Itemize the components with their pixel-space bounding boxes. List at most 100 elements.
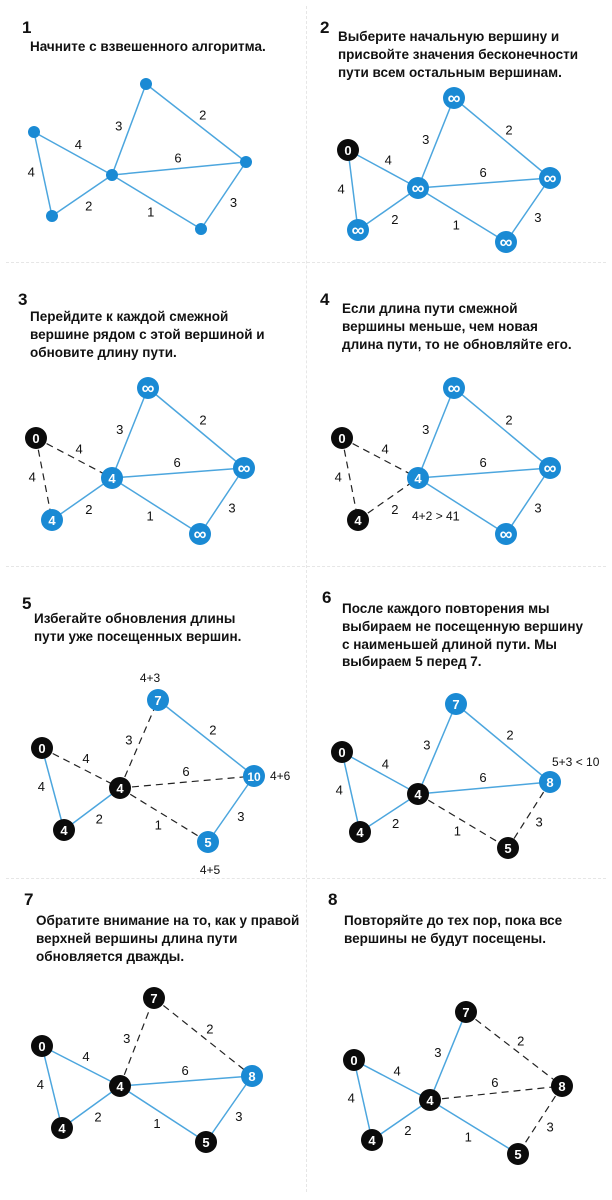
edge-d-e — [453, 387, 551, 469]
node-circle — [445, 693, 467, 715]
edge-weight-label: 2 — [85, 198, 92, 213]
description-line: Начните с взвешенного алгоритма. — [30, 39, 266, 54]
edge-weight-label: 6 — [182, 764, 189, 779]
edge-e-f — [505, 467, 551, 535]
edge-weight-label: 2 — [391, 212, 398, 227]
node-circle — [361, 1129, 383, 1151]
edge-c-b — [359, 793, 419, 833]
edge-c-b — [61, 1085, 121, 1129]
node-circle — [443, 87, 465, 109]
node-label: ∞ — [142, 378, 155, 398]
edge-b-e — [111, 467, 245, 479]
edge-weight-label: 6 — [491, 1075, 498, 1090]
graph-node-c: 4 — [51, 1117, 73, 1139]
edge-weight-label: 3 — [230, 195, 237, 210]
node-label: 5 — [514, 1147, 521, 1162]
description-line: пути всем остальным вершинам. — [338, 64, 562, 80]
edge-weight-label: 3 — [123, 1031, 130, 1046]
edge-b-d — [111, 387, 149, 479]
edge-c-b — [357, 477, 419, 521]
description-line: Повторяйте до тех пор, пока все — [344, 913, 563, 928]
edge-weight-label: 4 — [382, 756, 389, 771]
edge-weight-label: 6 — [174, 151, 181, 166]
node-circle — [243, 765, 265, 787]
edge-a-c — [347, 149, 359, 231]
graph-node-b: 4 — [109, 1075, 131, 1097]
graph-node-d: ∞ — [443, 87, 465, 109]
node-label: 4 — [414, 471, 422, 486]
node-label: 4 — [116, 1079, 124, 1094]
edge-e-f — [205, 1075, 253, 1143]
edge-weight-label: 2 — [517, 1033, 524, 1048]
node-label: 4 — [368, 1133, 376, 1148]
edge-a-c — [33, 131, 53, 217]
edge-a-b — [353, 1059, 431, 1101]
edge-weight-label: 2 — [391, 502, 398, 517]
description-line: вершины меньше, чем новая — [342, 318, 538, 334]
node-circle — [189, 523, 211, 545]
edge-b-f — [417, 477, 507, 535]
graph-node-f — [195, 223, 207, 235]
node-circle — [347, 219, 369, 241]
path-annotation: 4+3 — [140, 671, 161, 685]
edge-weight-label: 1 — [147, 204, 154, 219]
edge-weight-label: 3 — [534, 501, 541, 516]
node-label: 4 — [60, 823, 68, 838]
edge-b-f — [429, 1099, 519, 1155]
edge-weight-label: 3 — [536, 814, 543, 829]
graph-node-a: 0 — [25, 427, 47, 449]
path-annotation: 4+5 — [200, 863, 221, 877]
edge-c-b — [51, 477, 113, 521]
node-circle — [497, 837, 519, 859]
graph-node-e: 10 — [243, 765, 265, 787]
edge-a-c — [35, 437, 53, 521]
graph-node-d: ∞ — [443, 377, 465, 399]
node-label: 4 — [116, 781, 124, 796]
step-description: Начните с взвешенного алгоритма. — [30, 38, 266, 56]
edge-a-c — [341, 437, 359, 521]
edge-a-c — [41, 747, 65, 831]
step-number: 8 — [328, 890, 338, 909]
node-label: 10 — [247, 770, 261, 784]
node-circle — [51, 1117, 73, 1139]
edge-weight-label: 3 — [237, 809, 244, 824]
node-label: 7 — [452, 697, 459, 712]
graph-node-b: ∞ — [407, 177, 429, 199]
edge-weight-label: 3 — [534, 210, 541, 225]
path-annotation: 5+3 < 10 — [552, 755, 600, 769]
edge-a-b — [341, 751, 419, 795]
edge-a-c — [41, 1045, 63, 1129]
graph-node-a: 0 — [337, 139, 359, 161]
graph-node-e: ∞ — [539, 457, 561, 479]
edge-a-c — [341, 751, 361, 833]
graph-node-c: 4 — [53, 819, 75, 841]
edge-weight-label: 1 — [465, 1129, 472, 1144]
edge-weight-label: 3 — [423, 738, 430, 753]
node-label: 0 — [344, 143, 351, 158]
node-circle — [197, 831, 219, 853]
graph-node-d — [140, 78, 152, 90]
path-annotation: 4+2 > 4 — [412, 509, 453, 523]
edge-d-e — [157, 699, 255, 777]
node-circle — [195, 1131, 217, 1153]
edge-b-d — [429, 1011, 467, 1101]
edge-weight-label: 6 — [182, 1063, 189, 1078]
edge-weight-label: 3 — [125, 733, 132, 748]
graph-node-b: 4 — [109, 777, 131, 799]
edge-weight-label: 4 — [38, 779, 45, 794]
edge-e-f — [505, 177, 551, 243]
row-separator — [6, 878, 606, 879]
node-label: ∞ — [352, 220, 365, 240]
graph-node-f: 5 — [195, 1131, 217, 1153]
step-number: 4 — [320, 290, 330, 309]
node-circle — [407, 467, 429, 489]
edge-b-f — [111, 477, 201, 535]
edge-e-f — [507, 781, 551, 849]
edge-weight-label: 1 — [153, 1116, 160, 1131]
node-label: 4 — [354, 513, 362, 528]
